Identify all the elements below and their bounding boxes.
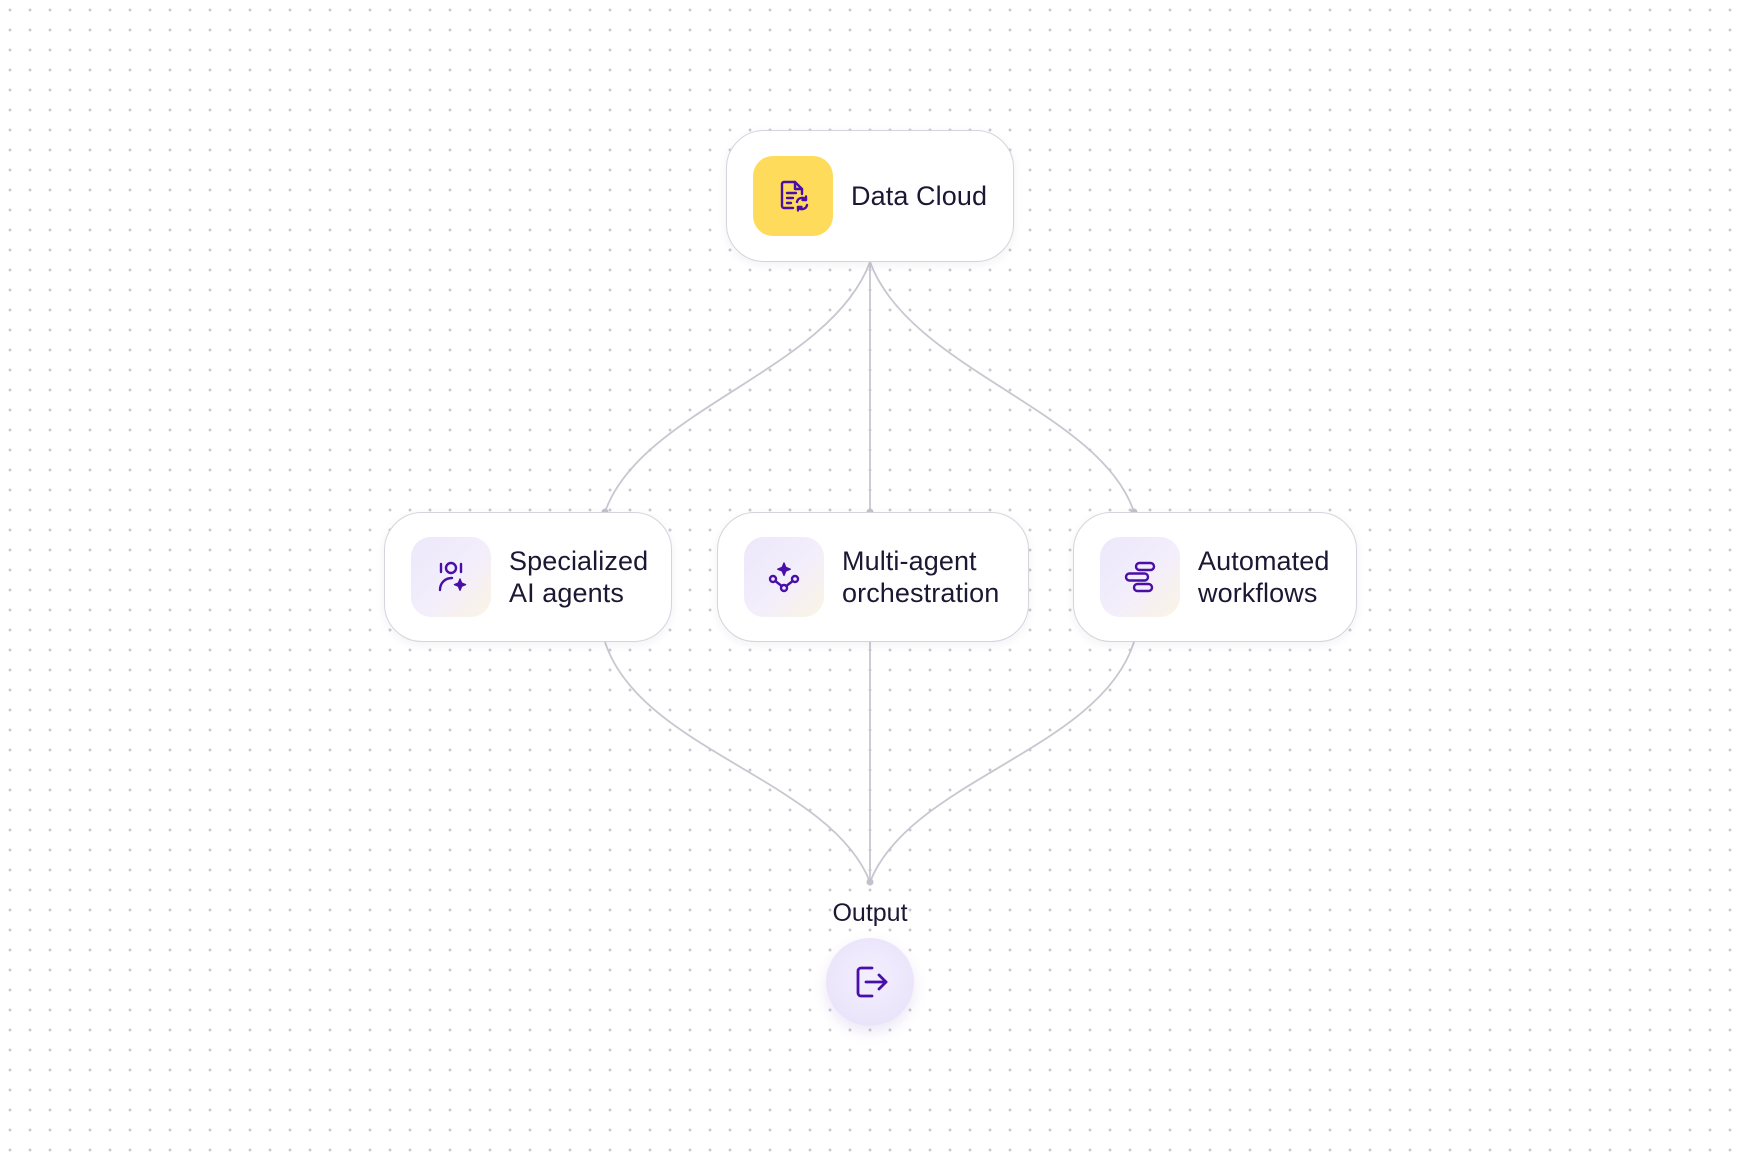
logout-arrow-icon — [856, 966, 888, 998]
node-data-cloud[interactable]: Data Cloud — [726, 130, 1014, 262]
connector-data-cloud-to-workflows — [869, 261, 1135, 513]
connector-workflows-to-output — [869, 641, 1135, 883]
orchestration-icon-tile — [744, 537, 824, 617]
agents-icon-tile — [411, 537, 491, 617]
node-multi-agent-orchestration[interactable]: Multi-agent orchestration — [717, 512, 1029, 642]
output-node[interactable] — [826, 938, 914, 1026]
workflows-icon-tile — [1100, 537, 1180, 617]
data-cloud-label: Data Cloud — [851, 181, 988, 211]
node-specialized-ai-agents[interactable]: Specialized AI agents — [384, 512, 672, 642]
document-sync-icon — [780, 180, 809, 212]
data-cloud-icon-tile — [753, 156, 833, 236]
connector-agents-to-output — [604, 641, 871, 883]
orchestration-label: Multi-agent orchestration — [842, 546, 1000, 608]
orchestration-network-icon — [768, 562, 800, 593]
connector-data-cloud-to-agents — [604, 261, 871, 513]
workflows-label: Automated workflows — [1198, 546, 1330, 608]
node-automated-workflows[interactable]: Automated workflows — [1073, 512, 1357, 642]
agents-label: Specialized AI agents — [509, 546, 649, 608]
output-label: Output — [832, 899, 908, 927]
workflow-bars-icon — [1124, 561, 1156, 593]
agent-sparkle-icon — [438, 561, 467, 592]
anchor-dot-output — [866, 878, 874, 886]
